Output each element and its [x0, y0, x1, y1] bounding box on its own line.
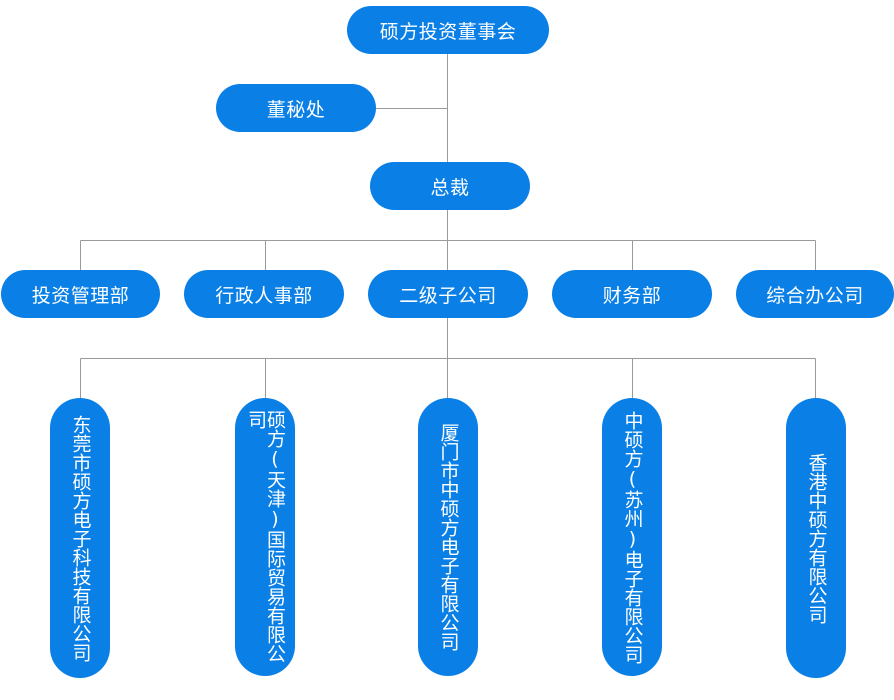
node-board[interactable]: 硕方投资董事会 — [347, 6, 549, 54]
node-department-label: 二级子公司 — [399, 284, 497, 307]
node-subsidiary-label: 香港中硕方有限公司 — [805, 452, 828, 624]
node-subsidiary-label: 东莞市硕方电子科技有限公司 — [69, 414, 92, 662]
node-department-label: 行政人事部 — [215, 284, 313, 307]
node-subsidiary[interactable]: 东莞市硕方电子科技有限公司 — [50, 398, 110, 678]
node-subsidiary[interactable]: 厦门市中硕方电子有限公司 — [418, 398, 478, 676]
node-president[interactable]: 总裁 — [370, 162, 530, 210]
node-department-label: 财务部 — [602, 284, 662, 307]
node-department[interactable]: 投资管理部 — [1, 270, 160, 318]
node-department-label: 投资管理部 — [31, 284, 130, 307]
node-department-label: 综合办公司 — [766, 284, 864, 307]
node-department[interactable]: 行政人事部 — [184, 270, 344, 318]
node-subsidiary-label: 厦门市中硕方电子有限公司 — [437, 423, 460, 651]
node-subsidiary[interactable]: 香港中硕方有限公司 — [786, 398, 846, 678]
node-subsidiary[interactable]: 中硕方(苏州)电子有限公司 — [602, 398, 662, 676]
node-board-label: 硕方投资董事会 — [379, 20, 517, 43]
node-subsidiary-label: 硕方(天津)国际贸易有限公司 — [245, 410, 286, 663]
node-department[interactable]: 二级子公司 — [368, 270, 528, 318]
node-subsidiary[interactable]: 硕方(天津)国际贸易有限公司 — [235, 398, 295, 676]
node-department[interactable]: 财务部 — [552, 270, 712, 318]
node-department[interactable]: 综合办公司 — [736, 270, 894, 318]
node-secretary-office[interactable]: 董秘处 — [216, 84, 376, 132]
node-secretary-office-label: 董秘处 — [266, 98, 326, 121]
node-subsidiary-label: 中硕方(苏州)电子有限公司 — [621, 410, 644, 664]
node-president-label: 总裁 — [430, 176, 470, 199]
